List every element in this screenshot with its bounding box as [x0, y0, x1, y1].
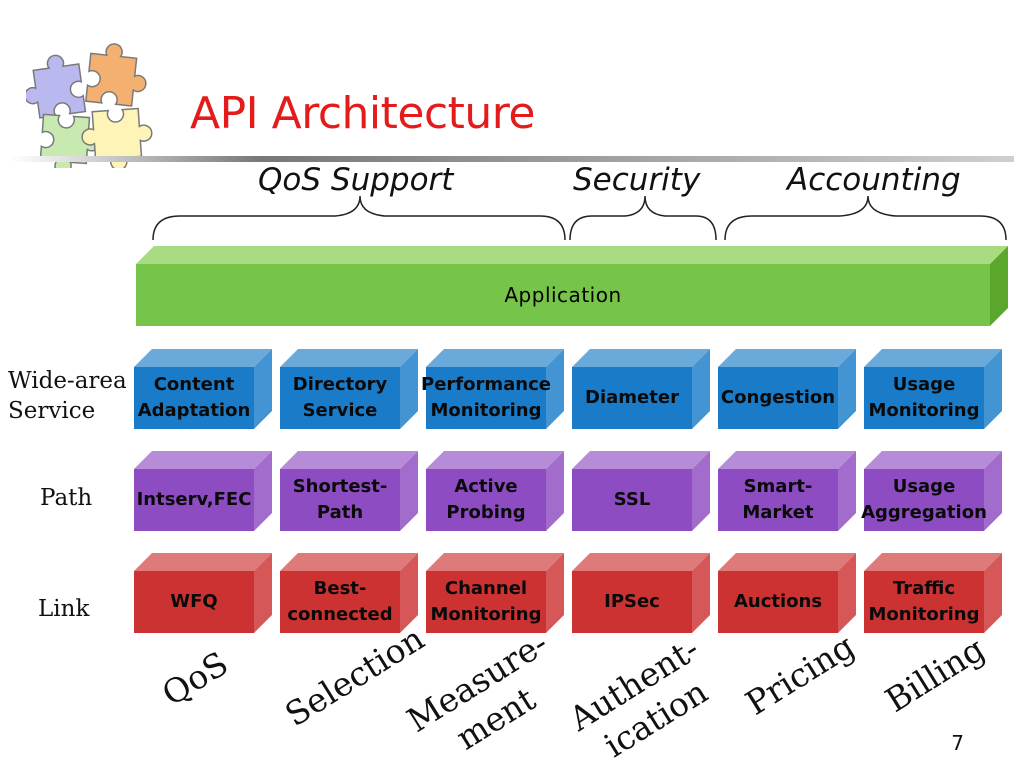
block-congestion: Congestion	[718, 349, 856, 429]
block-label: Diameter	[585, 386, 679, 408]
block-best-connected: Best- connected	[280, 553, 418, 633]
block-label: Smart- Market	[742, 475, 814, 523]
block-label: Performance Monitoring	[421, 373, 551, 421]
block-wfq: WFQ	[134, 553, 272, 633]
group-label-accounting: Accounting	[787, 162, 961, 198]
block-directory-service: Directory Service	[280, 349, 418, 429]
column-label-selection: Selection	[278, 618, 431, 735]
block-label: Auctions	[733, 590, 823, 612]
block-diameter: Diameter	[572, 349, 710, 429]
row-label-path: Path	[40, 485, 93, 511]
group-label-security: Security	[573, 162, 701, 198]
block-label: SSL	[613, 488, 651, 510]
block-content-adaptation: Content Adaptation	[134, 349, 272, 429]
block-label: Usage Aggregation	[861, 475, 987, 523]
title-divider	[10, 151, 1014, 162]
group-braces	[152, 195, 1007, 241]
block-label: Congestion	[720, 386, 836, 408]
group-label-qos-support: QoS Support	[258, 162, 454, 198]
block-label: Active Probing	[446, 475, 526, 523]
block-label: Shortest- Path	[292, 475, 388, 523]
block-usage-monitoring: Usage Monitoring	[864, 349, 1002, 429]
column-label-authentication: Authent- ication	[562, 628, 715, 766]
block-label: Content Adaptation	[137, 373, 251, 421]
brace-qos-support	[152, 195, 566, 241]
block-traffic-monitoring: Traffic Monitoring	[864, 553, 1002, 633]
application-block: Application	[136, 246, 1008, 326]
column-label-pricing: Pricing	[738, 626, 862, 723]
block-label: IPSec	[604, 590, 660, 612]
page-title: API Architecture	[190, 88, 535, 139]
block-shortest-path: Shortest- Path	[280, 451, 418, 531]
column-label-billing: Billing	[878, 629, 992, 720]
block-intserv-fec: Intserv,FEC	[134, 451, 272, 531]
brace-security	[569, 195, 717, 241]
block-ssl: SSL	[572, 451, 710, 531]
brace-accounting	[724, 195, 1007, 241]
row-label-link: Link	[38, 596, 90, 622]
block-performance-monitoring: Performance Monitoring	[421, 349, 564, 429]
block-ipsec: IPSec	[572, 553, 710, 633]
block-channel-monitoring: Channel Monitoring	[426, 553, 564, 633]
block-label: Traffic Monitoring	[868, 577, 980, 625]
block-label: Intserv,FEC	[136, 488, 252, 510]
block-smart-market: Smart- Market	[718, 451, 856, 531]
application-label: Application	[504, 282, 622, 307]
block-label: WFQ	[170, 590, 218, 612]
block-label: Best- connected	[287, 577, 393, 625]
block-active-probing: Active Probing	[426, 451, 564, 531]
block-label: Usage Monitoring	[868, 373, 980, 421]
block-label: Channel Monitoring	[430, 577, 542, 625]
column-label-qos: QoS	[155, 643, 235, 714]
block-label: Directory Service	[292, 373, 388, 421]
block-usage-aggregation: Usage Aggregation	[861, 451, 1002, 531]
block-auctions: Auctions	[718, 553, 856, 633]
page-number: 7	[951, 731, 964, 755]
row-label-wide-area-service: Wide-area Service	[8, 368, 127, 424]
